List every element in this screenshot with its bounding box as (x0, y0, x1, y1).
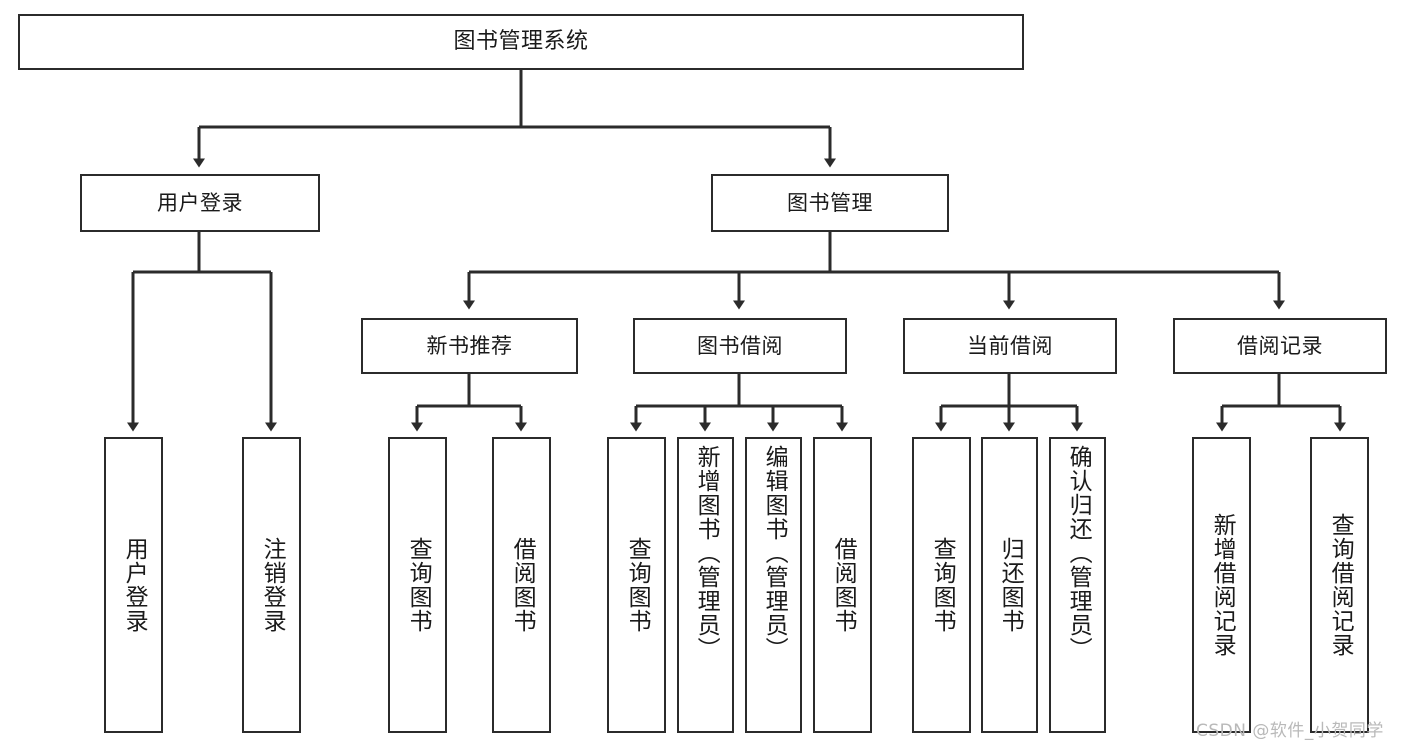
node-borrow-record[interactable]: 借阅记录 (1173, 318, 1387, 374)
leaf-logout-login[interactable]: 注销登录 (242, 437, 301, 733)
node-user-login[interactable]: 用户登录 (80, 174, 320, 232)
leaf-query-borrow-record[interactable]: 查询借阅记录 (1310, 437, 1369, 733)
leaf-add-book-admin[interactable]: 新增图书（管理员） (677, 437, 734, 733)
leaf-query-book-recommend[interactable]: 查询图书 (388, 437, 447, 733)
node-label: 归还图书 (997, 537, 1024, 633)
node-current-borrow[interactable]: 当前借阅 (903, 318, 1117, 374)
leaf-query-book-borrow[interactable]: 查询图书 (607, 437, 666, 733)
node-label: 用户登录 (157, 190, 243, 215)
leaf-borrow-book[interactable]: 借阅图书 (813, 437, 872, 733)
node-label: 确认归还（管理员） (1065, 445, 1092, 661)
node-label: 借阅图书 (830, 537, 857, 633)
leaf-query-book-current[interactable]: 查询图书 (912, 437, 971, 733)
node-label: 注销登录 (259, 537, 286, 633)
node-label: 查询图书 (624, 537, 651, 633)
node-label: 新增借阅记录 (1209, 513, 1236, 657)
node-label: 借阅记录 (1237, 333, 1323, 358)
node-label: 新书推荐 (426, 333, 513, 358)
node-label: 当前借阅 (967, 333, 1053, 358)
node-label: 借阅图书 (509, 537, 536, 633)
leaf-user-login[interactable]: 用户登录 (104, 437, 163, 733)
node-label: 新增图书（管理员） (693, 445, 720, 661)
leaf-add-borrow-record[interactable]: 新增借阅记录 (1192, 437, 1251, 733)
leaf-return-book[interactable]: 归还图书 (981, 437, 1038, 733)
leaf-confirm-return-admin[interactable]: 确认归还（管理员） (1049, 437, 1106, 733)
node-label: 查询借阅记录 (1327, 513, 1354, 657)
leaf-edit-book-admin[interactable]: 编辑图书（管理员） (745, 437, 802, 733)
leaf-borrow-book-recommend[interactable]: 借阅图书 (492, 437, 551, 733)
node-label: 图书管理 (787, 190, 873, 215)
node-book-management[interactable]: 图书管理 (711, 174, 949, 232)
node-label: 编辑图书（管理员） (761, 445, 788, 661)
node-new-book-recommend[interactable]: 新书推荐 (361, 318, 578, 374)
node-book-borrow[interactable]: 图书借阅 (633, 318, 847, 374)
node-label: 图书借阅 (697, 333, 783, 358)
node-label: 查询图书 (405, 537, 432, 633)
csdn-watermark: CSDN @软件_小贺同学 (1196, 721, 1384, 741)
node-label: 图书管理系统 (453, 29, 589, 55)
node-root-system[interactable]: 图书管理系统 (18, 14, 1024, 70)
node-label: 用户登录 (121, 537, 148, 633)
node-label: 查询图书 (929, 537, 956, 633)
